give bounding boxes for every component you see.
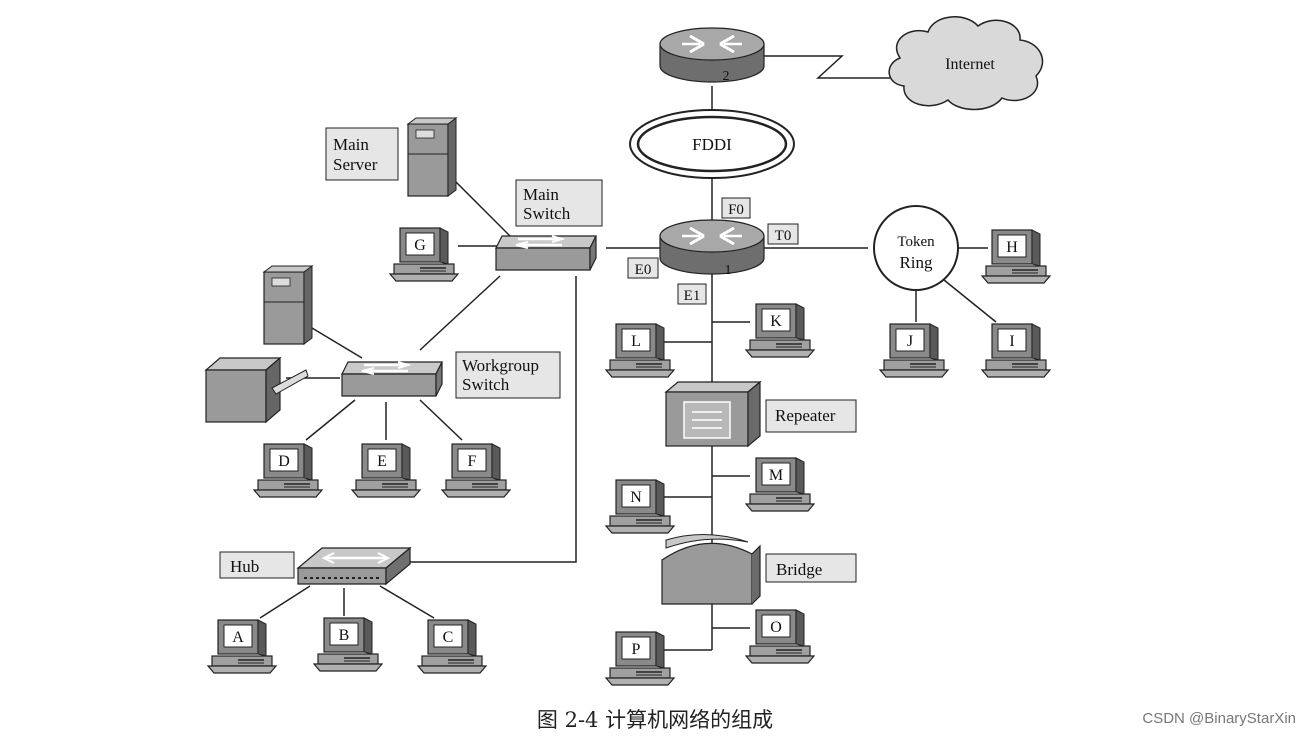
main-server-label: Main Server bbox=[325, 127, 399, 181]
main-switch-label: Main Switch bbox=[515, 179, 603, 227]
router-1-label: 1 bbox=[725, 263, 732, 278]
printer bbox=[204, 356, 309, 424]
repeater bbox=[664, 380, 762, 448]
pc-f: F bbox=[441, 443, 511, 498]
pc-k: K bbox=[745, 303, 815, 358]
svg-text:M: M bbox=[769, 467, 783, 484]
svg-text:Repeater: Repeater bbox=[775, 406, 836, 425]
svg-text:A: A bbox=[232, 629, 244, 646]
svg-text:Switch: Switch bbox=[462, 375, 510, 394]
router-1: 1 bbox=[658, 218, 766, 278]
watermark: CSDN @BinaryStarXin bbox=[1142, 710, 1296, 727]
pc-j: J bbox=[879, 323, 949, 378]
pc-p: P bbox=[605, 631, 675, 686]
router-2-label: 2 bbox=[723, 69, 730, 84]
pc-h: H bbox=[981, 229, 1051, 284]
pc-g: G bbox=[389, 227, 459, 282]
svg-text:O: O bbox=[770, 619, 782, 636]
main-server bbox=[407, 117, 457, 197]
hub-label: Hub bbox=[219, 551, 295, 579]
svg-text:Main: Main bbox=[523, 185, 559, 204]
svg-text:Hub: Hub bbox=[230, 557, 259, 576]
router-2: 2 bbox=[658, 26, 766, 84]
pc-d: D bbox=[253, 443, 323, 498]
pc-n: N bbox=[605, 479, 675, 534]
repeater-label: Repeater bbox=[765, 399, 857, 433]
svg-text:K: K bbox=[770, 313, 782, 330]
bridge bbox=[661, 534, 761, 605]
svg-text:P: P bbox=[632, 641, 641, 658]
svg-text:I: I bbox=[1009, 333, 1014, 350]
pc-c: C bbox=[417, 619, 487, 674]
svg-text:Workgroup: Workgroup bbox=[462, 356, 539, 375]
bridge-label: Bridge bbox=[765, 553, 857, 583]
pc-e: E bbox=[351, 443, 421, 498]
svg-text:G: G bbox=[414, 237, 426, 254]
svg-text:Switch: Switch bbox=[523, 204, 571, 223]
pc-a: A bbox=[207, 619, 277, 674]
port-e0: E0 bbox=[627, 257, 659, 279]
svg-text:D: D bbox=[278, 453, 290, 470]
internet-label: Internet bbox=[945, 56, 995, 73]
pc-o: O bbox=[745, 609, 815, 664]
svg-text:F0: F0 bbox=[728, 202, 744, 218]
fddi-ring: FDDI bbox=[629, 109, 795, 179]
port-e1: E1 bbox=[677, 283, 707, 305]
svg-text:C: C bbox=[443, 629, 454, 646]
port-t0: T0 bbox=[767, 223, 799, 245]
pc-l: L bbox=[605, 323, 675, 378]
fddi-label: FDDI bbox=[692, 135, 732, 154]
svg-text:T0: T0 bbox=[775, 228, 792, 244]
svg-text:F: F bbox=[468, 453, 477, 470]
svg-text:E0: E0 bbox=[635, 262, 652, 278]
workgroup-server bbox=[263, 265, 313, 345]
pc-b: B bbox=[313, 617, 383, 672]
pc-i: I bbox=[981, 323, 1051, 378]
svg-text:Main: Main bbox=[333, 135, 369, 154]
workgroup-switch bbox=[340, 360, 444, 398]
svg-text:E: E bbox=[377, 453, 387, 470]
workgroup-switch-label: Workgroup Switch bbox=[455, 351, 561, 399]
port-f0: F0 bbox=[721, 197, 751, 219]
token-ring-label-2: Ring bbox=[899, 253, 933, 272]
figure-caption: 图 2-4 计算机网络的组成 bbox=[536, 708, 774, 732]
svg-text:E1: E1 bbox=[684, 288, 701, 304]
svg-text:H: H bbox=[1006, 239, 1018, 256]
hub bbox=[296, 546, 412, 586]
svg-text:J: J bbox=[907, 333, 913, 350]
svg-text:L: L bbox=[631, 333, 641, 350]
pc-m: M bbox=[745, 457, 815, 512]
main-switch bbox=[494, 234, 598, 272]
svg-text:B: B bbox=[339, 627, 350, 644]
svg-text:Server: Server bbox=[333, 155, 378, 174]
svg-text:Bridge: Bridge bbox=[776, 560, 822, 579]
internet-cloud: Internet bbox=[888, 16, 1044, 111]
connection-lines bbox=[259, 55, 997, 651]
token-ring-label-1: Token bbox=[897, 234, 935, 250]
svg-text:N: N bbox=[630, 489, 642, 506]
token-ring: Token Ring bbox=[873, 205, 959, 291]
